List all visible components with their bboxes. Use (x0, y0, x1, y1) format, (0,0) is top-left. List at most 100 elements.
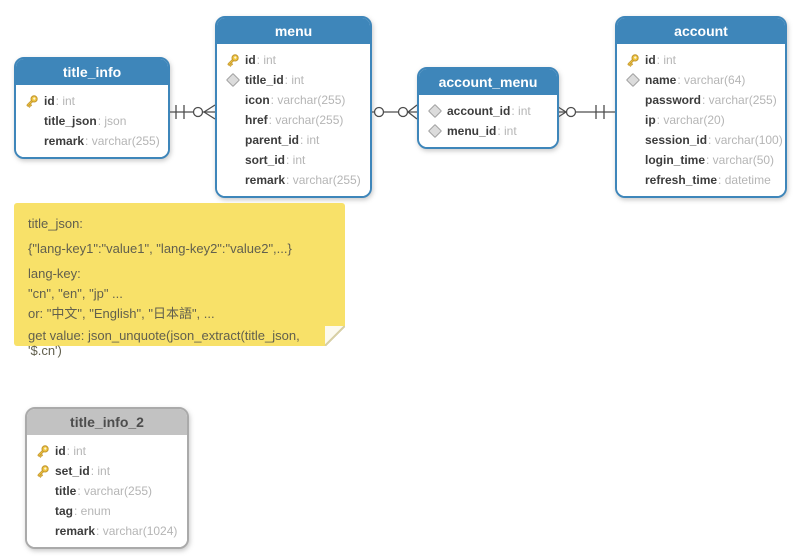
field-name: href (245, 113, 268, 127)
field-row-remark[interactable]: remark: varchar(1024) (35, 521, 181, 541)
icon-spacer (625, 113, 640, 128)
icon-spacer (225, 133, 240, 148)
field-name: id (645, 53, 656, 67)
field-name: name (645, 73, 677, 87)
field-type: : varchar(255) (268, 113, 344, 127)
diamond-icon (625, 72, 640, 88)
field-row-id[interactable]: id: int (625, 50, 779, 70)
field-row-parent_id[interactable]: parent_id: int (225, 130, 364, 150)
field-row-sort_id[interactable]: sort_id: int (225, 150, 364, 170)
note-line: or: "中文", "English", "日本語", ... (28, 306, 215, 321)
field-row-account_id[interactable]: account_id: int (427, 101, 551, 121)
table-title: title_info_2 (27, 409, 187, 437)
field-row-name[interactable]: name: varchar(64) (625, 70, 779, 90)
primary-key-icon (37, 444, 49, 458)
field-type: : int (90, 464, 111, 478)
field-name: remark (44, 134, 85, 148)
field-type: : varchar(1024) (96, 524, 178, 538)
field-name: icon (245, 93, 270, 107)
field-row-login_time[interactable]: login_time: varchar(50) (625, 150, 779, 170)
field-row-icon[interactable]: icon: varchar(255) (225, 90, 364, 110)
icon-spacer (35, 484, 50, 499)
field-type: : int (286, 153, 306, 167)
note-line: {"lang-key1":"value1", "lang-key2":"valu… (28, 241, 292, 256)
field-type: : int (300, 133, 320, 147)
field-name: id (44, 94, 55, 108)
sticky-note-title_json[interactable]: title_json: {"lang-key1":"value1", "lang-… (14, 203, 345, 358)
field-type: : json (97, 114, 127, 128)
key-icon (35, 464, 50, 479)
field-name: refresh_time (645, 173, 718, 187)
field-name: password (645, 93, 702, 107)
field-type: : varchar(255) (77, 484, 153, 498)
note-line: lang-key: (28, 266, 81, 281)
icon-spacer (625, 153, 640, 168)
relationship-title_info-menu[interactable] (166, 104, 216, 120)
field-type: : int (284, 73, 305, 87)
table-title: title_info (16, 59, 168, 87)
field-type: : varchar(20) (656, 113, 725, 127)
field-row-tag[interactable]: tag: enum (35, 501, 181, 521)
field-type: : varchar(50) (706, 153, 775, 167)
field-row-session_id[interactable]: session_id: varchar(100) (625, 130, 783, 150)
field-row-id[interactable]: id: int (225, 50, 364, 70)
field-row-menu_id[interactable]: menu_id: int (427, 121, 551, 141)
field-row-title[interactable]: title: varchar(255) (35, 481, 181, 501)
field-row-remark[interactable]: remark: varchar(255) (24, 131, 162, 151)
field-name: ip (645, 113, 656, 127)
field-row-id[interactable]: id: int (35, 441, 181, 461)
icon-spacer (625, 133, 640, 148)
field-row-id[interactable]: id: int (24, 91, 162, 111)
field-row-title_json[interactable]: title_json: json (24, 111, 162, 131)
note-fold-corner-icon (325, 326, 345, 346)
primary-key-icon (37, 464, 49, 478)
key-icon (225, 53, 240, 68)
field-type: : varchar(255) (270, 93, 346, 107)
primary-key-icon (26, 94, 38, 108)
icon-spacer (24, 114, 39, 129)
field-name: sort_id (245, 153, 286, 167)
field-row-password[interactable]: password: varchar(255) (625, 90, 779, 110)
field-name: remark (55, 524, 96, 538)
field-name: remark (245, 173, 286, 187)
field-row-set_id[interactable]: set_id: int (35, 461, 181, 481)
field-type: : varchar(100) (708, 133, 783, 147)
field-name: id (55, 444, 66, 458)
field-type: : int (497, 124, 517, 138)
field-name: menu_id (447, 124, 497, 138)
field-name: title_id (245, 73, 284, 87)
relationship-menu-account_menu[interactable] (368, 104, 418, 120)
icon-spacer (35, 504, 50, 519)
field-row-refresh_time[interactable]: refresh_time: datetime (625, 170, 779, 190)
key-icon (35, 444, 50, 459)
diamond-icon (427, 123, 442, 139)
field-row-title_id[interactable]: title_id: int (225, 70, 364, 90)
field-type: : int (656, 53, 677, 67)
field-name: tag (55, 504, 73, 518)
field-type: : int (256, 53, 277, 67)
note-line: title_json: (28, 216, 83, 231)
field-type: : varchar(255) (85, 134, 160, 148)
diamond-icon (427, 103, 442, 119)
icon-spacer (225, 153, 240, 168)
field-row-href[interactable]: href: varchar(255) (225, 110, 364, 130)
field-row-ip[interactable]: ip: varchar(20) (625, 110, 779, 130)
relationship-account_menu-account[interactable] (554, 104, 615, 120)
table-title: menu (217, 18, 370, 46)
icon-spacer (225, 173, 240, 188)
field-type: : enum (74, 504, 111, 518)
diamond-icon (225, 72, 240, 88)
field-type: : datetime (718, 173, 771, 187)
field-row-remark[interactable]: remark: varchar(255) (225, 170, 364, 190)
field-name: session_id (645, 133, 708, 147)
key-icon (24, 94, 39, 109)
